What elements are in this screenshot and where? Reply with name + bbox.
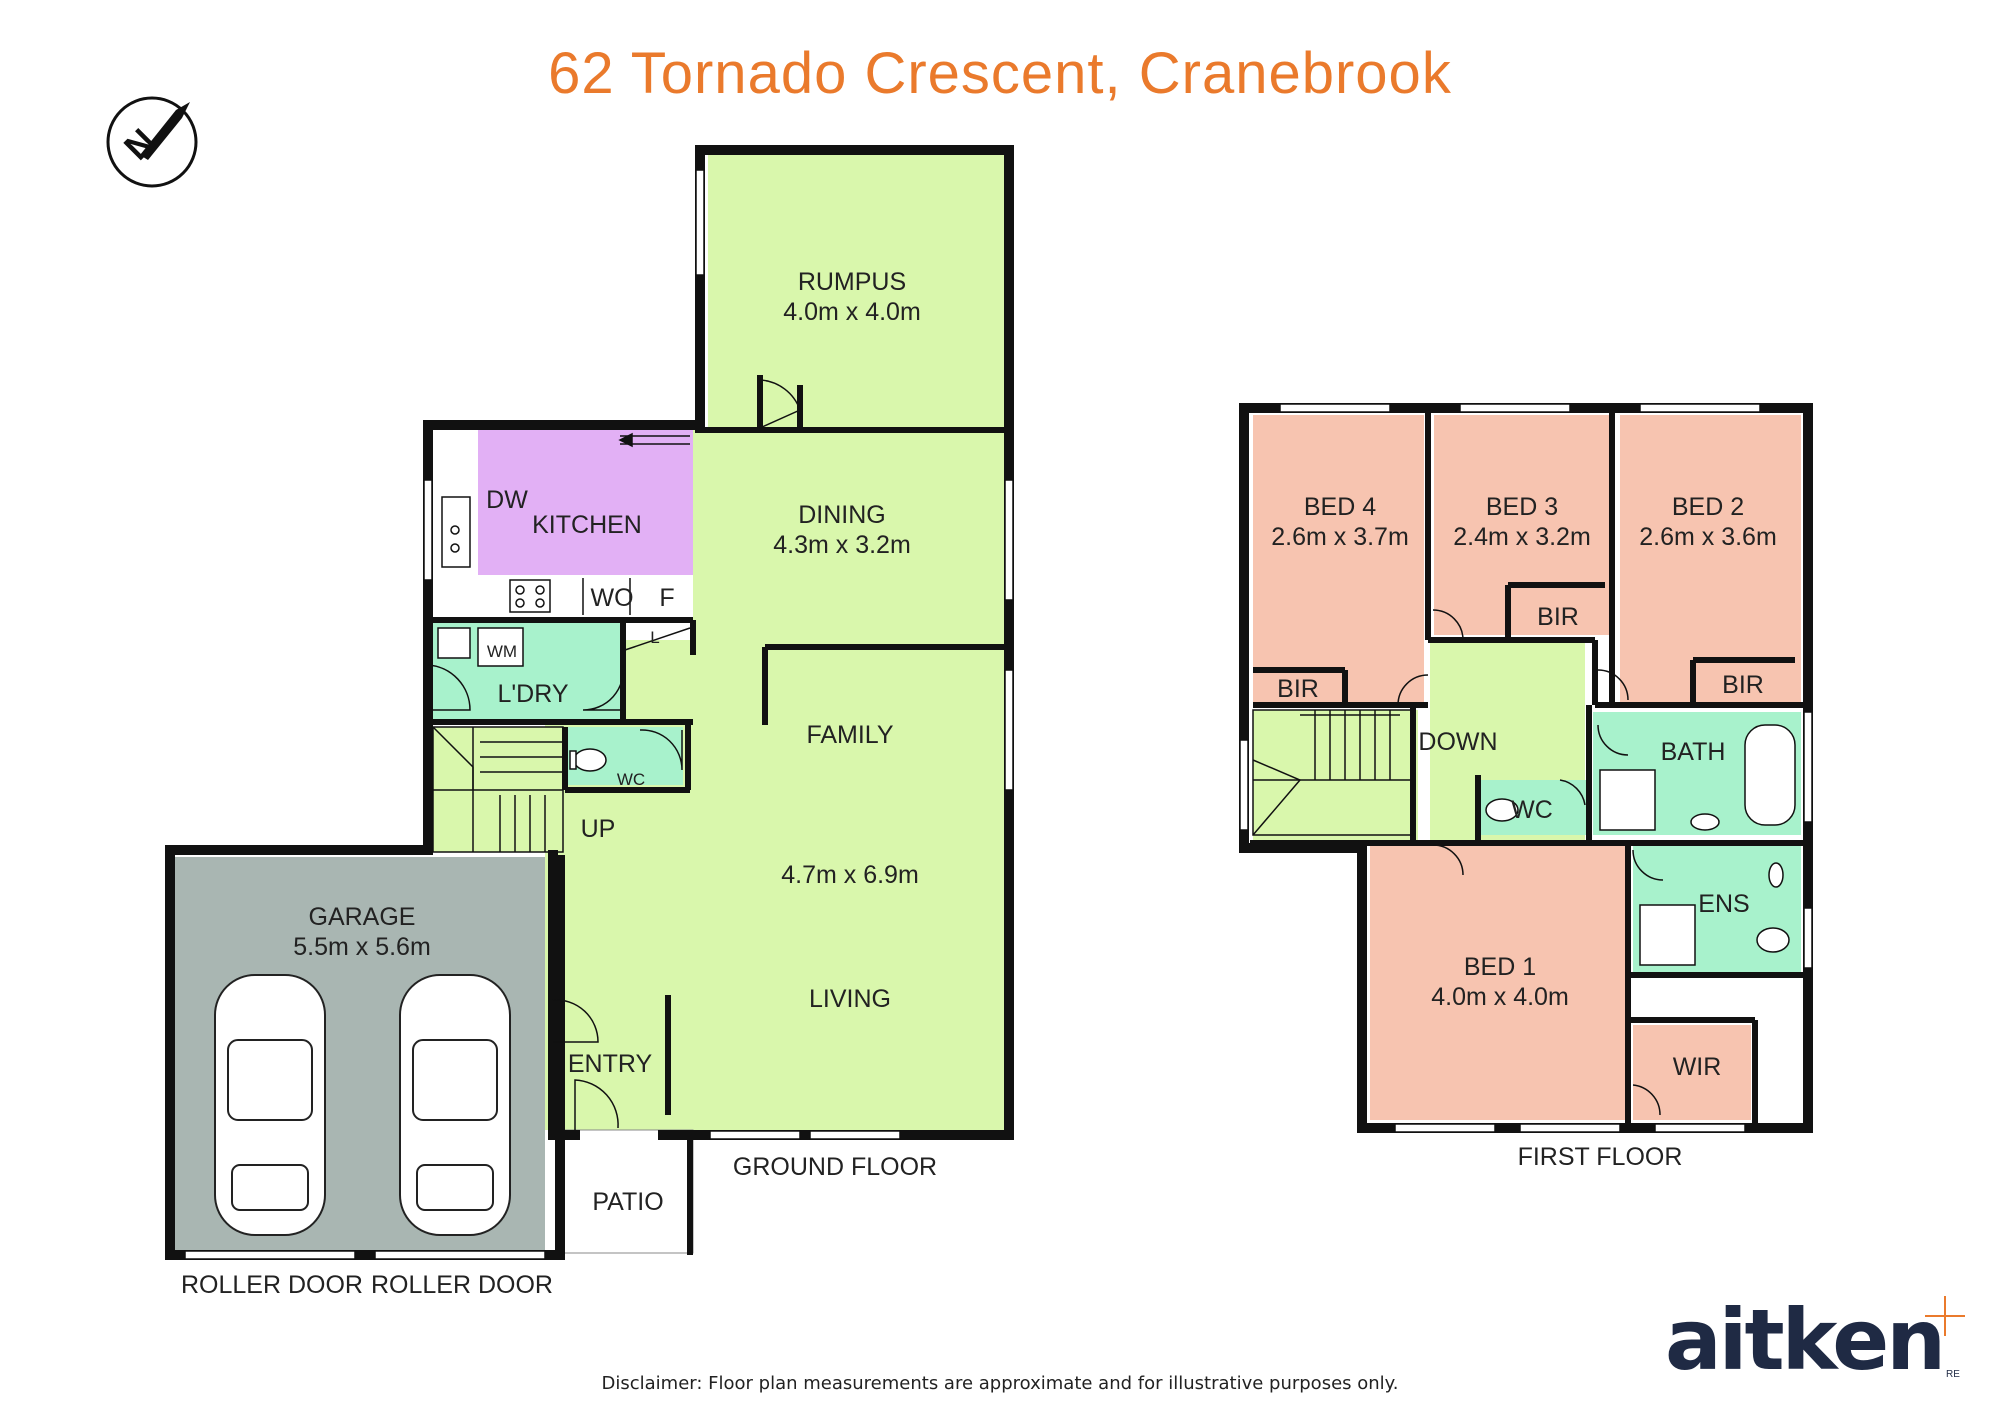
bed4-size: 2.6m x 3.7m bbox=[1271, 523, 1409, 551]
roller-door-label-right: ROLLER DOOR bbox=[371, 1271, 553, 1299]
washing-machine-label: WM bbox=[487, 642, 517, 661]
page-title: 62 Tornado Crescent, Cranebrook bbox=[548, 41, 1452, 106]
first-floor: BED 4 2.6m x 3.7m BIR BED 3 2.4m x 3.2m … bbox=[1239, 403, 1813, 1171]
fridge-label: F bbox=[659, 584, 674, 612]
brand-plus-icon-vertical bbox=[1944, 1296, 1946, 1336]
rumpus-size: 4.0m x 4.0m bbox=[783, 298, 921, 326]
rumpus-label: RUMPUS bbox=[798, 268, 906, 296]
wir-room bbox=[1633, 1025, 1751, 1120]
disclaimer-text: Disclaimer: Floor plan measurements are … bbox=[601, 1373, 1399, 1394]
ensuite-label: ENS bbox=[1698, 890, 1749, 918]
entry-area bbox=[553, 1000, 663, 1130]
stairs-up-label: UP bbox=[581, 815, 616, 843]
bed2-room bbox=[1620, 415, 1801, 705]
bed1-label: BED 1 bbox=[1464, 953, 1536, 981]
kitchen-room bbox=[478, 430, 693, 575]
bed2-size: 2.6m x 3.6m bbox=[1639, 523, 1777, 551]
dishwasher-label: DW bbox=[486, 486, 528, 514]
bath-label: BATH bbox=[1661, 738, 1726, 766]
brand-logo: aitken RE bbox=[1665, 1290, 1965, 1390]
living-label: LIVING bbox=[809, 985, 891, 1013]
laundry-label: L'DRY bbox=[497, 680, 568, 708]
patio-label: PATIO bbox=[592, 1188, 663, 1216]
first-wc-label: WC bbox=[1511, 796, 1553, 824]
garage-label: GARAGE bbox=[309, 903, 416, 931]
bed1-room bbox=[1370, 845, 1628, 1120]
first-floor-label: FIRST FLOOR bbox=[1518, 1143, 1683, 1171]
dining-label: DINING bbox=[798, 501, 886, 529]
family-label: FAMILY bbox=[806, 721, 893, 749]
brand-name: aitken bbox=[1665, 1291, 1946, 1389]
brand-suffix: RE bbox=[1946, 1369, 1960, 1380]
dining-room bbox=[693, 430, 1004, 640]
bed1-size: 4.0m x 4.0m bbox=[1431, 983, 1569, 1011]
wc-label: WC bbox=[617, 770, 645, 789]
dining-size: 4.3m x 3.2m bbox=[773, 531, 911, 559]
patio-area bbox=[562, 1129, 694, 1254]
entry-label: ENTRY bbox=[568, 1050, 653, 1078]
stairs-down-label: DOWN bbox=[1418, 728, 1497, 756]
bed3-label: BED 3 bbox=[1486, 493, 1558, 521]
ground-floor-label: GROUND FLOOR bbox=[733, 1153, 937, 1181]
wir-label: WIR bbox=[1673, 1053, 1722, 1081]
bed3-bir-label: BIR bbox=[1537, 603, 1579, 631]
kitchen-bench-lower bbox=[433, 575, 693, 615]
garage-size: 5.5m x 5.6m bbox=[293, 933, 431, 961]
bed2-bir-label: BIR bbox=[1722, 671, 1764, 699]
bed4-bir-label: BIR bbox=[1277, 675, 1319, 703]
ground-floor: RUMPUS 4.0m x 4.0m DINING 4.3m x 3.2m FA… bbox=[165, 145, 1014, 1299]
linen-label: L bbox=[650, 628, 659, 647]
bed4-label: BED 4 bbox=[1304, 493, 1376, 521]
kitchen-label: KITCHEN bbox=[532, 511, 642, 539]
bed4-room bbox=[1253, 415, 1424, 705]
bed2-label: BED 2 bbox=[1672, 493, 1744, 521]
compass-icon: N bbox=[106, 96, 198, 188]
stair-area-first bbox=[1253, 710, 1418, 840]
hall-area bbox=[620, 640, 700, 660]
bed3-room bbox=[1434, 415, 1610, 635]
living-size: 4.7m x 6.9m bbox=[781, 861, 919, 889]
roller-door-label-left: ROLLER DOOR bbox=[181, 1271, 363, 1299]
bed3-size: 2.4m x 3.2m bbox=[1453, 523, 1591, 551]
car-icon-left bbox=[214, 974, 326, 1236]
car-icon-right bbox=[399, 974, 511, 1236]
wall-oven-label: WO bbox=[590, 584, 633, 612]
